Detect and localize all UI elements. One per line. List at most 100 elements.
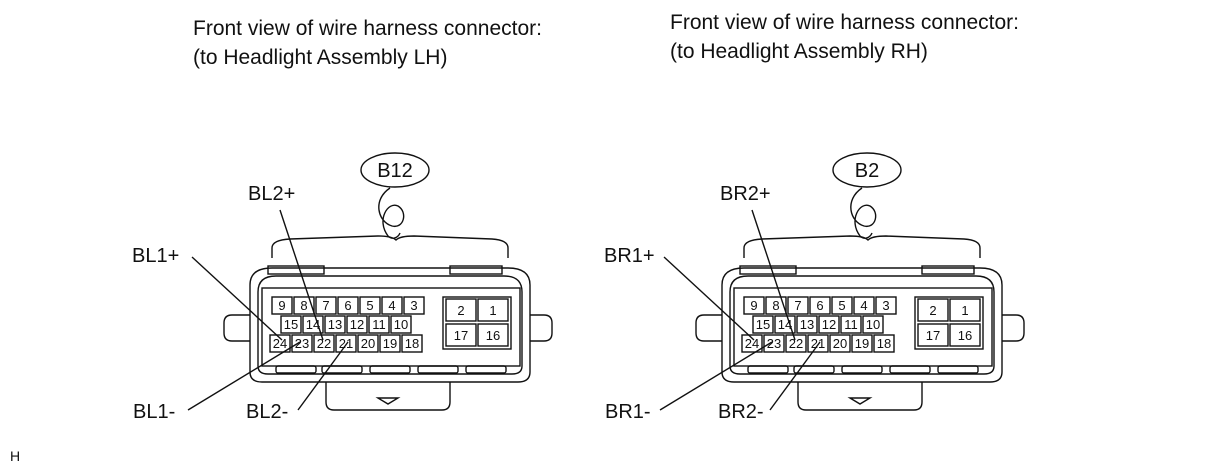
top-latch	[449, 265, 503, 275]
pin-number: 4	[860, 298, 867, 313]
title-line-2: (to Headlight Assembly LH)	[193, 46, 448, 69]
bottom-slot	[369, 365, 411, 374]
pin-cavity	[853, 296, 875, 315]
pin-number: 10	[394, 317, 408, 332]
pin-number: 13	[800, 317, 814, 332]
leader-line	[187, 341, 301, 411]
side-ear	[223, 314, 250, 342]
pin-number: 2	[457, 303, 464, 318]
pin-cavity	[840, 315, 862, 334]
pin-cavity	[809, 296, 831, 315]
pin-cavity	[787, 296, 809, 315]
pin-cavity	[774, 315, 796, 334]
pin-cavity	[949, 298, 981, 322]
leader-line	[297, 341, 349, 411]
bottom-slot	[417, 365, 459, 374]
pin-cavity	[862, 315, 884, 334]
connector-id: B12	[377, 160, 413, 182]
top-latch	[739, 265, 797, 275]
pin-number: 18	[405, 336, 419, 351]
connector-id: B2	[855, 160, 879, 182]
pin-cavity	[477, 298, 509, 322]
pin-number: 16	[486, 328, 500, 343]
pin-number: 21	[811, 336, 825, 351]
leader-line	[751, 209, 796, 341]
pin-block	[914, 296, 984, 350]
lock-tab	[847, 397, 873, 405]
pin-cavity	[381, 296, 403, 315]
wire-twist	[850, 187, 877, 239]
pin-label-bottom-left: BR1-	[605, 401, 651, 423]
pin-cavity	[763, 334, 785, 353]
pin-number: 9	[278, 298, 285, 313]
bottom-slot	[937, 365, 979, 374]
side-ear	[695, 314, 722, 342]
pin-cavity	[269, 334, 291, 353]
pin-number: 3	[410, 298, 417, 313]
title-line-2: (to Headlight Assembly RH)	[670, 40, 928, 63]
pin-cavity	[477, 323, 509, 347]
pin-number: 24	[273, 336, 287, 351]
cavity-frame	[261, 287, 521, 367]
pin-cavity	[445, 323, 477, 347]
pin-cavity	[796, 315, 818, 334]
bottom-slot	[747, 365, 789, 374]
pin-number: 12	[822, 317, 836, 332]
bottom-slot	[275, 365, 317, 374]
pin-number: 4	[388, 298, 395, 313]
pin-cavity	[743, 296, 765, 315]
pin-number: 17	[926, 328, 940, 343]
pin-number: 5	[838, 298, 845, 313]
pin-cavity	[949, 323, 981, 347]
pin-cavity	[785, 334, 807, 353]
pin-label-top-right: BR2+	[720, 183, 771, 205]
pin-cavity	[390, 315, 412, 334]
corner-mark: H	[10, 448, 21, 464]
side-ear	[530, 314, 553, 342]
bottom-slot	[841, 365, 883, 374]
pin-number: 16	[958, 328, 972, 343]
pin-cavity	[379, 334, 401, 353]
top-latch	[267, 265, 325, 275]
pin-number: 22	[789, 336, 803, 351]
pin-number: 11	[372, 317, 386, 332]
pin-label-top-right: BL2+	[248, 183, 295, 205]
pin-cavity	[873, 334, 895, 353]
leader-line	[279, 209, 324, 341]
pin-cavity	[765, 296, 787, 315]
pin-number: 18	[877, 336, 891, 351]
pin-cavity	[293, 296, 315, 315]
housing-inner	[729, 275, 995, 375]
pin-number: 17	[454, 328, 468, 343]
pin-cavity	[851, 334, 873, 353]
pin-cavity	[271, 296, 293, 315]
pin-cavity	[807, 334, 829, 353]
pin-number: 8	[300, 298, 307, 313]
pin-number: 7	[794, 298, 801, 313]
pin-number: 20	[361, 336, 375, 351]
pin-cavity	[346, 315, 368, 334]
pin-number: 1	[489, 303, 496, 318]
pin-number: 23	[295, 336, 309, 351]
pin-number: 9	[750, 298, 757, 313]
pin-number: 6	[816, 298, 823, 313]
harness-bracket	[743, 235, 981, 258]
pin-cavity	[368, 315, 390, 334]
pin-cavity	[291, 334, 313, 353]
pin-number: 19	[383, 336, 397, 351]
pin-number: 13	[328, 317, 342, 332]
pin-number: 6	[344, 298, 351, 313]
pin-number: 10	[866, 317, 880, 332]
pin-number: 3	[882, 298, 889, 313]
pin-cavity	[315, 296, 337, 315]
pin-cavity	[335, 334, 357, 353]
leader-line	[663, 256, 755, 341]
pin-cavity	[445, 298, 477, 322]
pin-cavity	[359, 296, 381, 315]
pin-label-top-left: BR1+	[604, 245, 655, 267]
pin-cavity	[917, 298, 949, 322]
pin-number: 2	[929, 303, 936, 318]
